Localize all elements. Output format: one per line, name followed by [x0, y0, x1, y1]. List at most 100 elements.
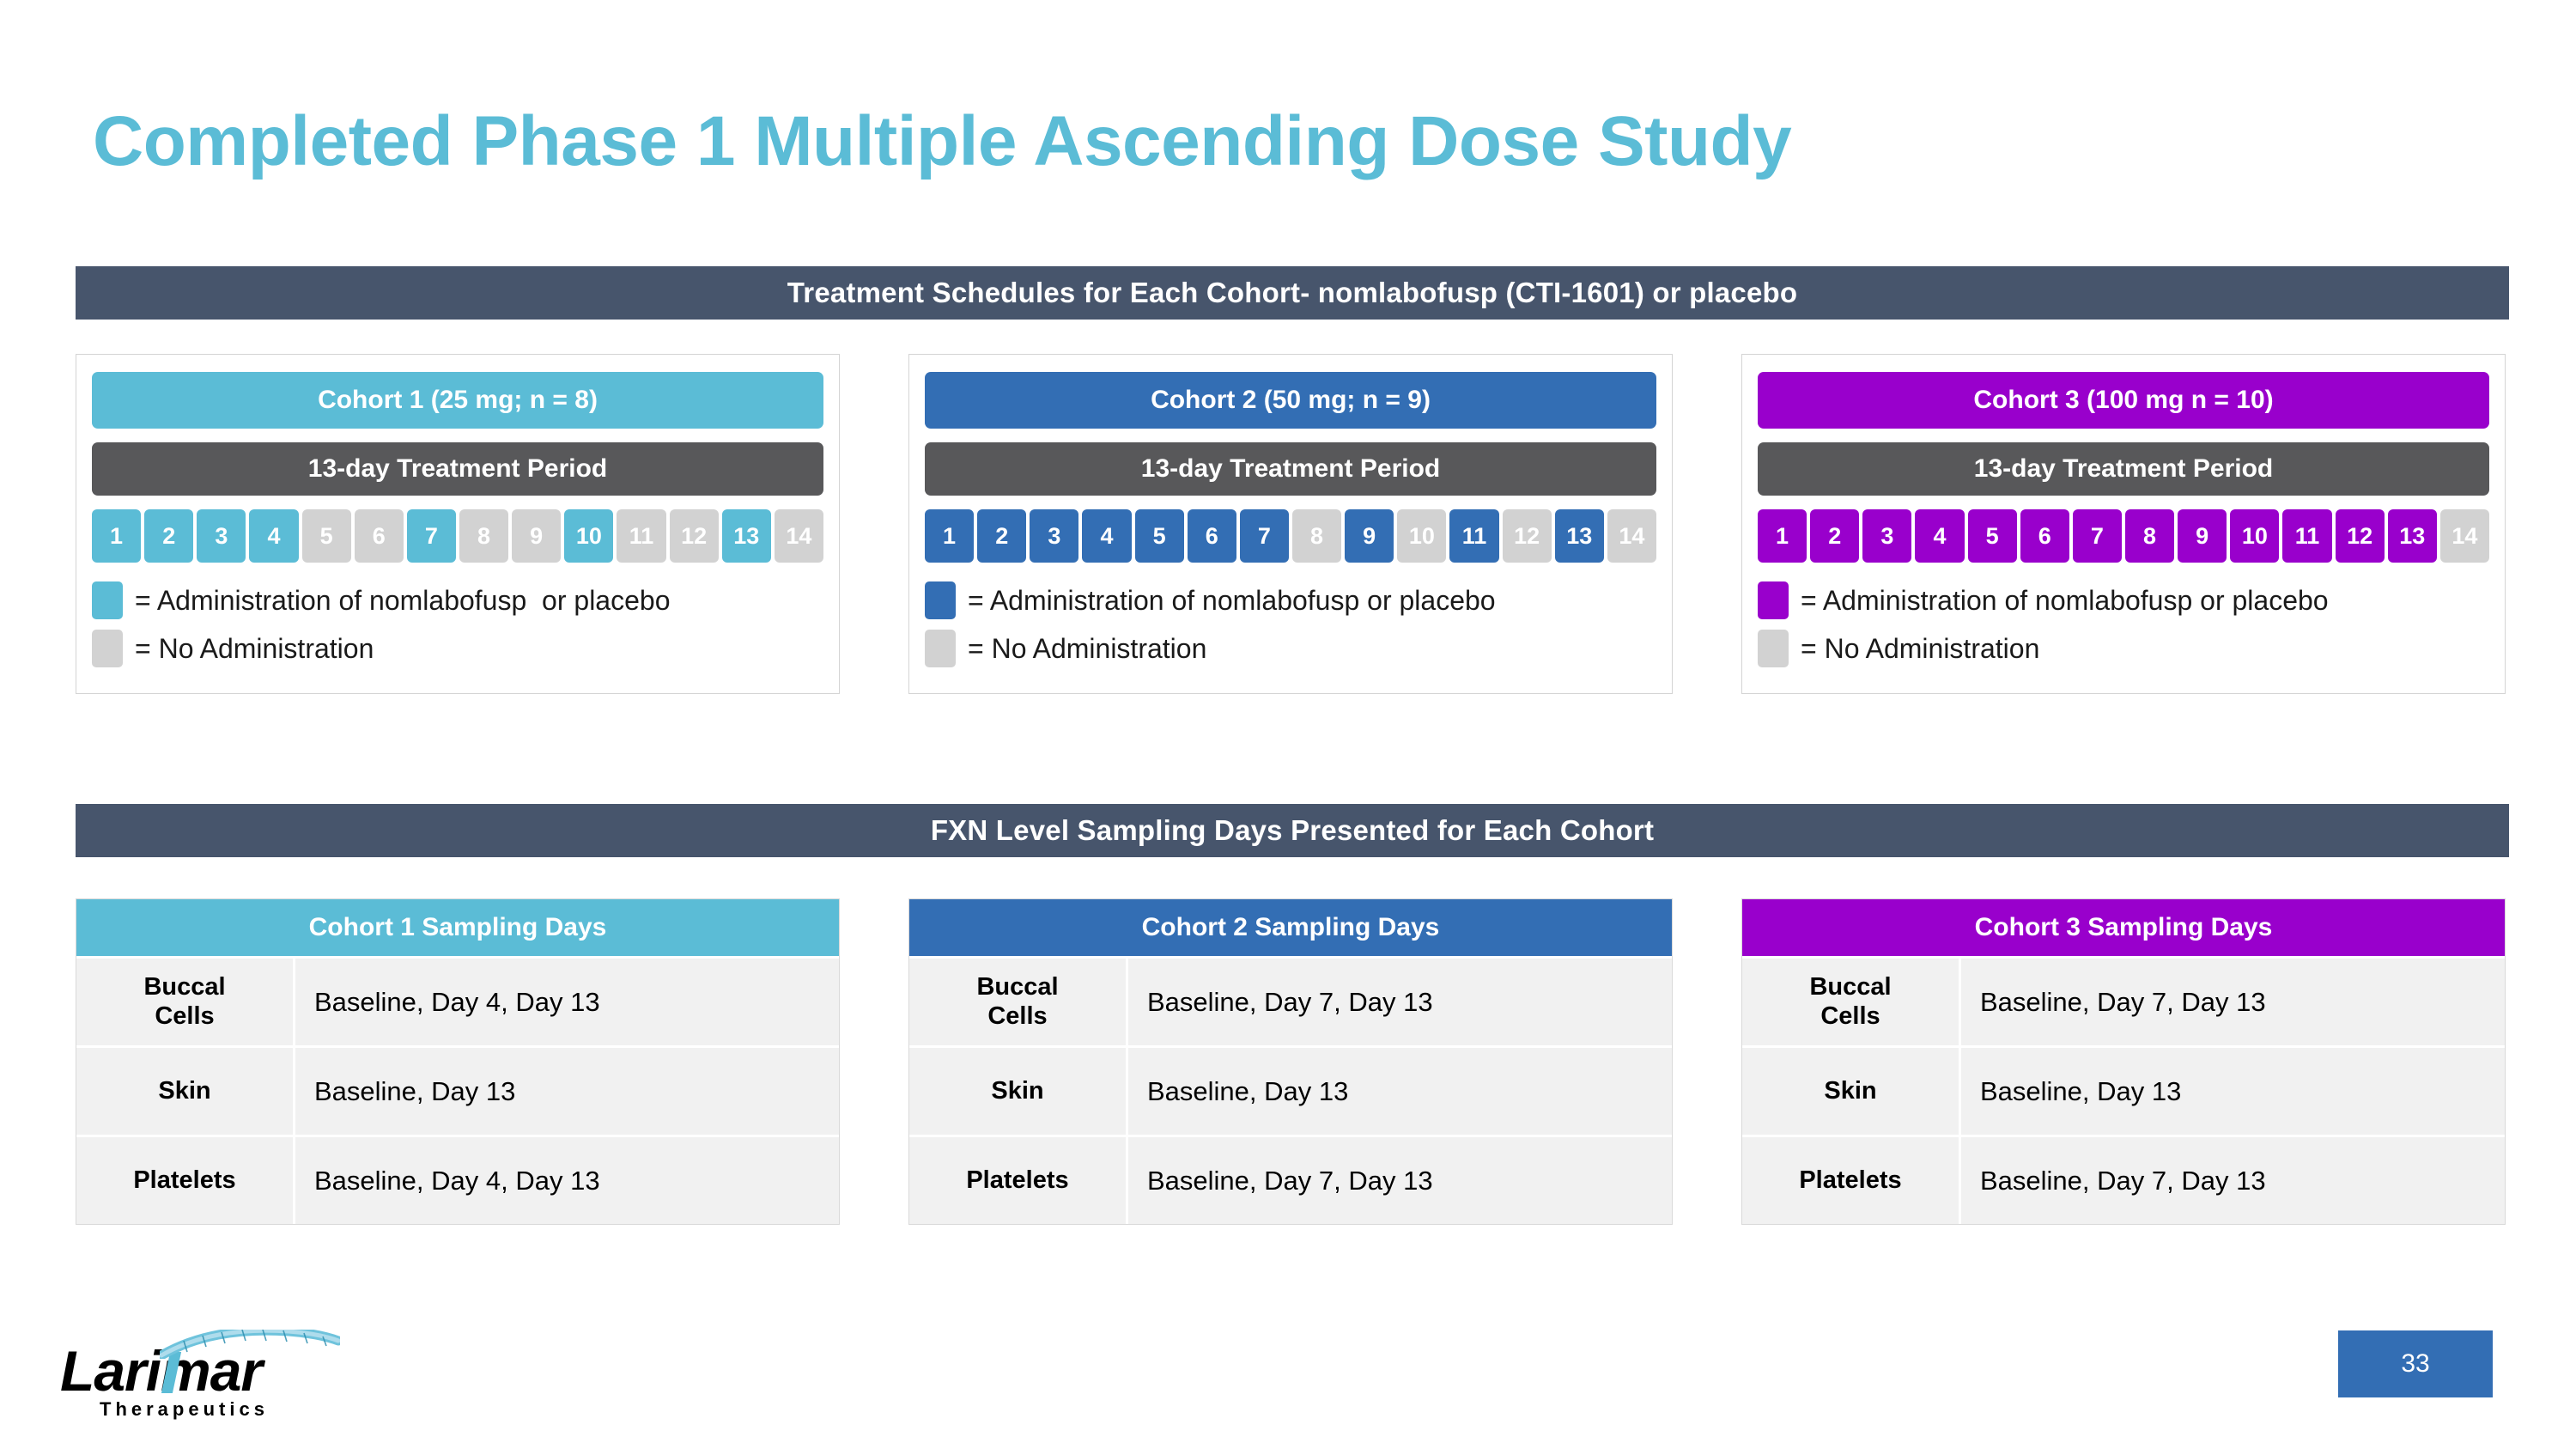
page-number-badge: 33	[2338, 1330, 2493, 1397]
table-cell-sampling-days: Baseline, Day 4, Day 13	[295, 959, 839, 1045]
legend-swatch-administration	[92, 581, 123, 619]
day-cell: 14	[1607, 509, 1656, 563]
day-cell: 1	[92, 509, 142, 563]
cohort-title-2: Cohort 2 (50 mg; n = 9)	[925, 372, 1656, 429]
legend-row-no-administration: = No Administration	[1758, 630, 2489, 667]
sampling-table-header-2: Cohort 2 Sampling Days	[909, 899, 1672, 956]
cohort-schedule-cards: Cohort 1 (25 mg; n = 8) 13-day Treatment …	[76, 354, 2509, 694]
day-cell: 3	[197, 509, 246, 563]
table-cell-sample-type: Platelets	[76, 1137, 295, 1224]
legend-label-administration: = Administration of nomlabofusp or place…	[135, 584, 671, 616]
day-cell: 2	[144, 509, 194, 563]
day-cell: 9	[512, 509, 562, 563]
logo-subtitle: Therapeutics	[100, 1398, 269, 1420]
day-cell: 13	[721, 509, 771, 563]
table-cell-sampling-days: Baseline, Day 13	[1961, 1048, 2505, 1135]
day-cell: 6	[354, 509, 404, 563]
day-cell: 4	[1915, 509, 1965, 563]
larimar-logo: Larimar Therapeutics	[60, 1330, 343, 1420]
cohort-card-1: Cohort 1 (25 mg; n = 8) 13-day Treatment …	[76, 354, 840, 694]
legend-swatch-administration	[1758, 581, 1789, 619]
legend-row-administration: = Administration of nomlabofusp or place…	[92, 581, 823, 619]
table-cell-sampling-days: Baseline, Day 7, Day 13	[1128, 959, 1672, 1045]
legend-swatch-administration	[925, 581, 956, 619]
day-cell: 1	[925, 509, 975, 563]
treatment-period-bar-1: 13-day Treatment Period	[92, 442, 823, 496]
legend-label-administration: = Administration of nomlabofusp or place…	[1801, 584, 2329, 616]
day-cell: 13	[1554, 509, 1604, 563]
cohort-title-3: Cohort 3 (100 mg n = 10)	[1758, 372, 2489, 429]
table-cell-sample-type: Platelets	[909, 1137, 1128, 1224]
section-header-treatment-schedules: Treatment Schedules for Each Cohort- nom…	[76, 266, 2509, 320]
day-cell: 8	[1291, 509, 1342, 563]
legend-3: = Administration of nomlabofusp or place…	[1758, 581, 2489, 667]
legend-row-administration: = Administration of nomlabofusp or place…	[1758, 581, 2489, 619]
table-cell-sample-type: Skin	[909, 1048, 1128, 1135]
table-cell-sample-type: Platelets	[1742, 1137, 1961, 1224]
day-cell: 7	[406, 509, 456, 563]
day-cell: 12	[1502, 509, 1552, 563]
legend-label-administration: = Administration of nomlabofusp or place…	[968, 584, 1496, 616]
table-cell-sampling-days: Baseline, Day 7, Day 13	[1961, 1137, 2505, 1224]
day-cell: 2	[1810, 509, 1860, 563]
legend-label-no-administration: = No Administration	[968, 632, 1207, 664]
day-cell: 2	[977, 509, 1027, 563]
legend-1: = Administration of nomlabofusp or place…	[92, 581, 823, 667]
page-title: Completed Phase 1 Multiple Ascending Dos…	[93, 102, 1792, 180]
legend-row-no-administration: = No Administration	[925, 630, 1656, 667]
day-cell: 3	[1030, 509, 1079, 563]
day-cell: 10	[564, 509, 614, 563]
table-cell-sampling-days: Baseline, Day 7, Day 13	[1961, 959, 2505, 1045]
treatment-period-bar-2: 13-day Treatment Period	[925, 442, 1656, 496]
day-cell: 3	[1862, 509, 1912, 563]
sampling-table-header-3: Cohort 3 Sampling Days	[1742, 899, 2505, 956]
legend-swatch-no-administration	[1758, 630, 1789, 667]
day-cell: 5	[301, 509, 351, 563]
table-cell-sample-type: Skin	[76, 1048, 295, 1135]
table-cell-sample-type: Skin	[1742, 1048, 1961, 1135]
day-cell: 14	[774, 509, 823, 563]
legend-row-no-administration: = No Administration	[92, 630, 823, 667]
day-cell: 6	[2020, 509, 2069, 563]
day-cell: 14	[2439, 509, 2489, 563]
sampling-table-header-1: Cohort 1 Sampling Days	[76, 899, 839, 956]
table-cell-sample-type: Buccal Cells	[76, 959, 295, 1045]
cohort-title-1: Cohort 1 (25 mg; n = 8)	[92, 372, 823, 429]
day-cell: 1	[1758, 509, 1807, 563]
treatment-period-bar-3: 13-day Treatment Period	[1758, 442, 2489, 496]
table-cell-sampling-days: Baseline, Day 7, Day 13	[1128, 1137, 1672, 1224]
day-cell: 4	[249, 509, 299, 563]
day-cell: 12	[669, 509, 719, 563]
legend-label-no-administration: = No Administration	[135, 632, 374, 664]
day-cell: 8	[2124, 509, 2175, 563]
legend-swatch-no-administration	[92, 630, 123, 667]
day-cell: 10	[2230, 509, 2280, 563]
table-cell-sampling-days: Baseline, Day 4, Day 13	[295, 1137, 839, 1224]
table-cell-sample-type: Buccal Cells	[1742, 959, 1961, 1045]
day-cell: 7	[2072, 509, 2122, 563]
day-cell: 9	[1345, 509, 1394, 563]
day-cell: 5	[1134, 509, 1184, 563]
table-cell-sample-type: Buccal Cells	[909, 959, 1128, 1045]
day-cell: 12	[2335, 509, 2385, 563]
legend-row-administration: = Administration of nomlabofusp or place…	[925, 581, 1656, 619]
day-cell: 10	[1397, 509, 1447, 563]
table-cell-sampling-days: Baseline, Day 13	[295, 1048, 839, 1135]
day-cell: 5	[1967, 509, 2017, 563]
